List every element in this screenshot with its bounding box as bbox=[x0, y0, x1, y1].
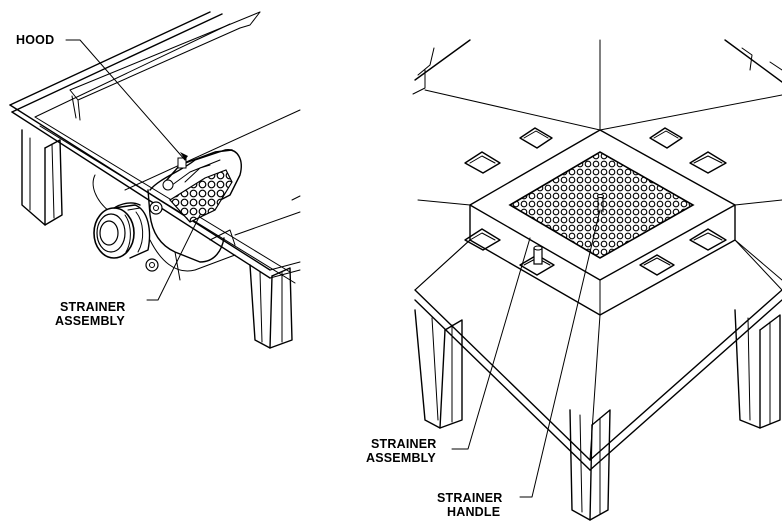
right-center-tray bbox=[414, 129, 782, 461]
left-strainer-assembly-label-line1: STRAINER bbox=[60, 300, 126, 314]
left-pan-rim bbox=[9, 11, 301, 284]
right-pan-legs bbox=[414, 309, 781, 521]
strainer-handle-label-line2: HANDLE bbox=[447, 505, 500, 519]
left-strainer-hood bbox=[149, 149, 242, 223]
hood-label: HOOD bbox=[16, 33, 54, 47]
right-square-vents bbox=[464, 127, 727, 276]
strainer-handle-label-line1: STRAINER bbox=[437, 491, 503, 505]
left-panel-drawing: HOOD STRAINER ASSEMBLY bbox=[9, 11, 301, 349]
right-panel-drawing: STRAINER ASSEMBLY STRAINER HANDLE bbox=[366, 39, 782, 521]
right-strainer-assembly-label-line2: ASSEMBLY bbox=[366, 451, 436, 465]
left-strainer-assembly-label-line2: ASSEMBLY bbox=[55, 314, 125, 328]
left-pan-legs bbox=[21, 129, 293, 349]
right-leader-lines bbox=[451, 209, 601, 498]
right-strainer-assembly-label-line1: STRAINER bbox=[371, 437, 437, 451]
right-strainer-mesh bbox=[508, 151, 695, 259]
right-pan-rim bbox=[412, 39, 782, 471]
left-leader-lines bbox=[65, 39, 201, 301]
left-outlet-fitting bbox=[93, 204, 151, 259]
